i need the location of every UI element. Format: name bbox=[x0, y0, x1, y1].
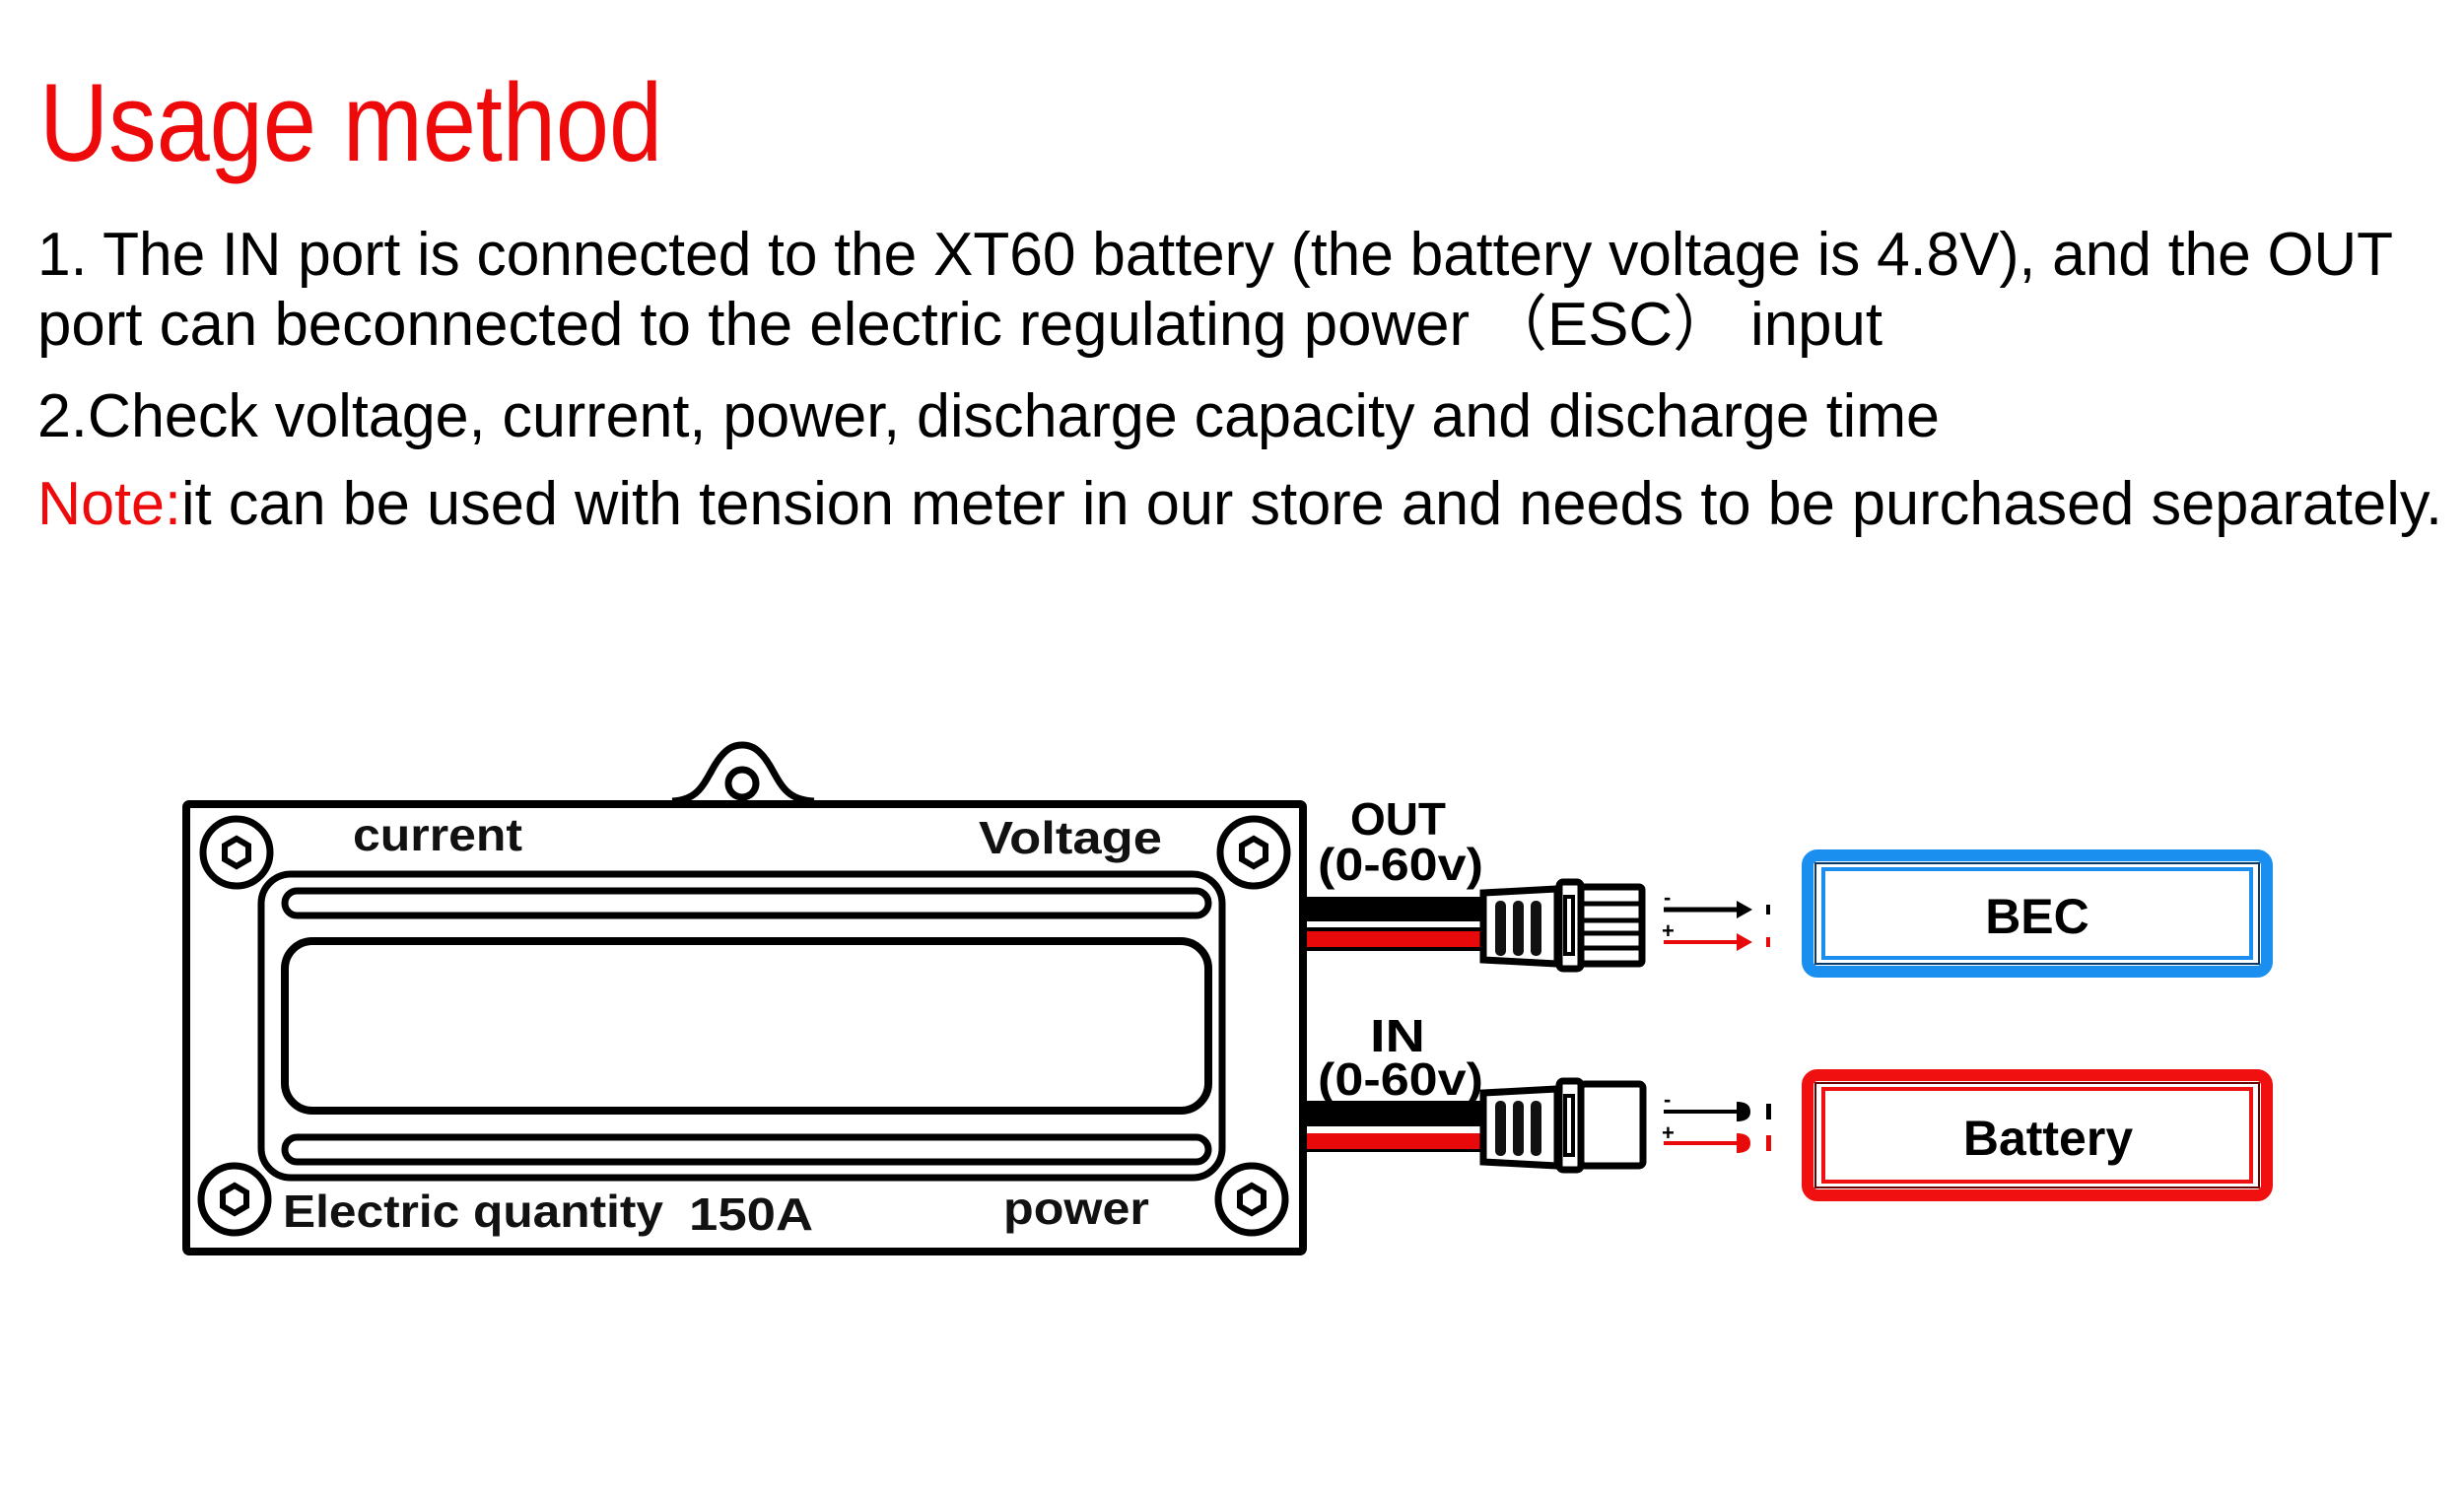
page-title: Usage method bbox=[39, 61, 662, 184]
arrow-right-icon bbox=[1737, 933, 1752, 951]
battery-box: Battery bbox=[1802, 1069, 2273, 1201]
step-1-line-1: 1. The IN port is connected to the XT60 … bbox=[37, 221, 2393, 289]
battery-label: Battery bbox=[1963, 1111, 2133, 1166]
screw-top-left bbox=[199, 815, 274, 890]
step-2: 2.Check voltage, current, power, dischar… bbox=[37, 382, 1940, 450]
in-port-range: (0-60v) bbox=[1318, 1053, 1483, 1105]
note-label: Note: bbox=[37, 470, 181, 538]
label-current: current bbox=[353, 809, 522, 860]
hex-screw-icon bbox=[220, 1182, 249, 1217]
instructions: 1. The IN port is connected to the XT60 … bbox=[37, 221, 2442, 538]
in-minus-sign: - bbox=[1664, 1087, 1671, 1112]
arrow-cap-icon bbox=[1737, 1102, 1750, 1121]
label-power: power bbox=[1003, 1183, 1149, 1234]
out-port-range: (0-60v) bbox=[1318, 839, 1483, 890]
in-plus-sign: + bbox=[1662, 1120, 1675, 1145]
in-wire-red bbox=[1307, 1133, 1484, 1152]
arrow-cap-icon bbox=[1737, 1133, 1750, 1153]
in-port-label: IN bbox=[1370, 1010, 1425, 1061]
bec-label: BEC bbox=[1985, 889, 2089, 944]
out-minus-sign: - bbox=[1664, 885, 1671, 910]
screw-bottom-left bbox=[197, 1162, 272, 1237]
out-plus-sign: + bbox=[1662, 918, 1675, 943]
hex-screw-icon bbox=[1239, 835, 1268, 870]
bec-box: BEC bbox=[1802, 849, 2273, 978]
hex-screw-icon bbox=[222, 835, 251, 870]
arrow-right-icon bbox=[1737, 901, 1752, 918]
display-window bbox=[281, 937, 1212, 1115]
xt60-male-connector-icon bbox=[1479, 878, 1646, 973]
meter-inner-frame bbox=[257, 870, 1226, 1182]
xt60-female-connector-icon bbox=[1479, 1077, 1647, 1174]
meter-body bbox=[182, 800, 1307, 1255]
label-voltage: Voltage bbox=[979, 812, 1162, 863]
out-port: OUT (0-60v) - + bbox=[1307, 793, 1770, 973]
out-wire-black bbox=[1307, 897, 1484, 921]
note-text: it can be used with tension meter in our… bbox=[181, 470, 2442, 538]
step-1-line-2: port can beconnected to the electric reg… bbox=[37, 291, 1882, 359]
screw-top-right bbox=[1216, 815, 1291, 890]
screw-bottom-right bbox=[1214, 1162, 1289, 1237]
out-port-label: OUT bbox=[1350, 793, 1446, 845]
mounting-tab bbox=[671, 741, 815, 805]
label-rating: 150A bbox=[689, 1188, 813, 1240]
lower-slot bbox=[281, 1133, 1212, 1166]
label-electric-quantity: Electric quantity bbox=[283, 1186, 663, 1237]
in-wire-black bbox=[1307, 1101, 1484, 1126]
mounting-tab-hole-icon bbox=[724, 766, 760, 801]
upper-slot bbox=[281, 887, 1212, 919]
in-port: IN (0-60v) - + bbox=[1307, 1010, 1771, 1174]
hex-screw-icon bbox=[1237, 1182, 1266, 1217]
meter-diagram: current Voltage Electric quantity 150A p… bbox=[182, 741, 1307, 1255]
